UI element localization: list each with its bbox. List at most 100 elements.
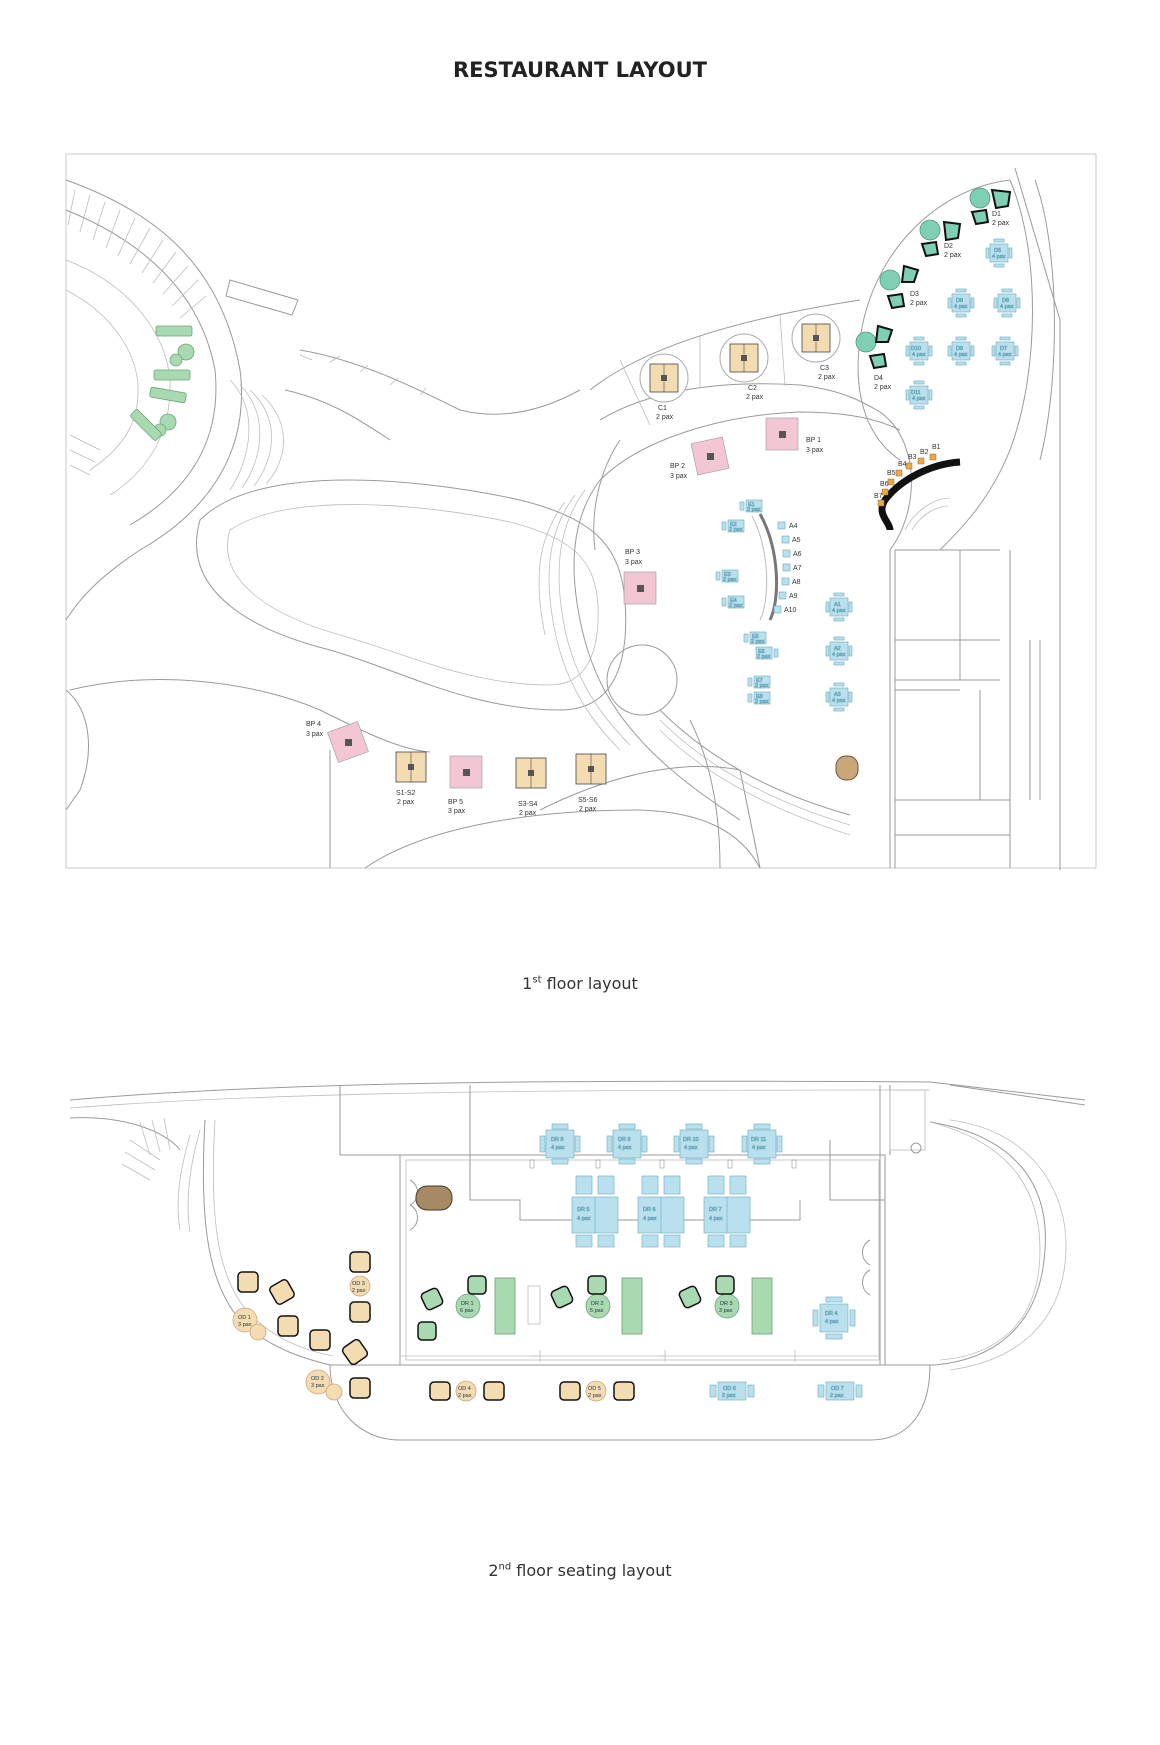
table-S5S6: S5-S6 2 pax: [575, 753, 607, 813]
table-DR8: DR 84 pax: [539, 1123, 581, 1165]
table-C2: C2 2 pax: [719, 333, 769, 401]
crescent-outer: [857, 179, 1011, 461]
svg-text:3 pax: 3 pax: [238, 1322, 252, 1328]
svg-text:A3: A3: [834, 692, 841, 698]
page-title: RESTAURANT LAYOUT: [453, 58, 707, 82]
svg-text:3 pax: 3 pax: [311, 1383, 325, 1389]
svg-text:B1: B1: [932, 444, 941, 451]
table-S3S4: S3-S4 2 pax: [515, 757, 547, 817]
svg-text:DR 3: DR 3: [720, 1301, 733, 1307]
svg-text:4 pax: 4 pax: [684, 1145, 698, 1151]
svg-text:B6: B6: [880, 481, 889, 488]
A-tables: A14 pax A24 pax A34 pax: [825, 592, 853, 712]
svg-text:B5: B5: [887, 470, 896, 477]
svg-text:DR 9: DR 9: [618, 1137, 631, 1143]
dining-room: [399, 1154, 886, 1366]
outdoor-OD1: OD 13 pax: [232, 1271, 299, 1341]
svg-text:E1: E1: [748, 502, 755, 508]
svg-text:2 pax: 2 pax: [729, 603, 743, 609]
svg-text:2 pax: 2 pax: [910, 300, 928, 307]
svg-text:DR 1: DR 1: [461, 1301, 474, 1307]
svg-text:2 pax: 2 pax: [352, 1288, 366, 1294]
svg-text:2 pax: 2 pax: [656, 414, 674, 421]
svg-text:4 pax: 4 pax: [825, 1319, 839, 1325]
table-DR7: DR 74 pax: [703, 1175, 751, 1248]
table-D9: D94 pax: [947, 336, 975, 366]
table-DR4: DR 4 4 pax: [812, 1296, 856, 1340]
svg-text:4 pax: 4 pax: [709, 1216, 723, 1222]
svg-text:B7: B7: [874, 493, 883, 500]
svg-text:A5: A5: [792, 537, 801, 544]
table-E3: E32 pax: [715, 569, 739, 583]
svg-text:2 pax: 2 pax: [992, 220, 1010, 227]
outdoor-OD4: OD 42 pax: [429, 1380, 505, 1402]
lounge-DR3: DR 33 pax: [678, 1275, 773, 1335]
upper-arc-wall: [589, 299, 861, 391]
lower-terrace: [329, 1364, 931, 1441]
svg-text:4 pax: 4 pax: [954, 352, 968, 358]
svg-text:B3: B3: [908, 454, 917, 461]
svg-text:2 pax: 2 pax: [579, 806, 597, 813]
svg-text:2 pax: 2 pax: [458, 1393, 472, 1399]
svg-text:E3: E3: [724, 572, 731, 578]
table-E8: E82 pax: [747, 691, 771, 705]
svg-text:DR 2: DR 2: [591, 1301, 604, 1307]
svg-text:E4: E4: [730, 598, 737, 604]
outer-building: [202, 1119, 1046, 1366]
table-BP3: BP 3 3 pax: [623, 549, 657, 605]
svg-text:DR 11: DR 11: [751, 1137, 766, 1143]
table-D7: D74 pax: [991, 336, 1019, 366]
label-BP2: BP 2: [670, 463, 685, 470]
crescent-D-booths: D1 2 pax D2 2 pax D3 2 pax D4 2 pax: [855, 187, 1012, 391]
svg-text:A1: A1: [834, 602, 841, 608]
svg-text:B4: B4: [898, 461, 907, 468]
upper-stair-treads: [299, 354, 427, 396]
svg-text:OD 6: OD 6: [723, 1386, 736, 1392]
partition-rails: [400, 1350, 880, 1362]
svg-text:4 pax: 4 pax: [643, 1216, 657, 1222]
table-E1: E12 pax: [739, 499, 763, 513]
table-DR6: DR 64 pax: [637, 1175, 685, 1248]
outer-top-wall: [69, 1080, 1086, 1101]
svg-text:2 pax: 2 pax: [830, 1393, 844, 1399]
central-oval: [196, 479, 627, 711]
first-floor-plan: C1 2 pax C2 2 pax C3 2 pax D1 2 pax D2 2…: [65, 153, 1097, 870]
svg-text:D6: D6: [1002, 298, 1009, 304]
svg-text:4 pax: 4 pax: [998, 352, 1012, 358]
table-D5: D54 pax: [985, 238, 1013, 268]
label-S1S2: S1-S2: [396, 790, 416, 797]
left-terrace-edge: [65, 179, 242, 621]
svg-text:B2: B2: [920, 449, 929, 456]
svg-text:3 pax: 3 pax: [625, 559, 643, 566]
table-E6: E62 pax: [755, 646, 779, 660]
svg-text:D11: D11: [911, 390, 921, 396]
svg-text:OD 1: OD 1: [238, 1315, 251, 1321]
svg-text:A4: A4: [789, 523, 798, 530]
svg-text:E8: E8: [756, 694, 763, 700]
E-tables: E12 pax E22 pax E32 pax E42 pax E52 pax …: [715, 499, 779, 705]
svg-text:2 pax: 2 pax: [729, 527, 743, 533]
svg-text:D8: D8: [956, 298, 963, 304]
table-E2: E22 pax: [721, 519, 745, 533]
svg-text:2 pax: 2 pax: [944, 252, 962, 259]
table-BP5: BP 5 3 pax: [448, 755, 483, 815]
svg-text:D5: D5: [994, 248, 1001, 254]
table-DR9: DR 94 pax: [606, 1123, 648, 1165]
banquette: [758, 513, 778, 621]
table-C3: C3 2 pax: [791, 313, 841, 381]
svg-text:4 pax: 4 pax: [832, 698, 846, 704]
svg-text:4 pax: 4 pax: [752, 1145, 766, 1151]
svg-text:2 pax: 2 pax: [755, 699, 769, 705]
svg-text:2 pax: 2 pax: [818, 374, 836, 381]
table-E5: E52 pax: [743, 631, 767, 645]
label-BP5: BP 5: [448, 799, 463, 806]
svg-text:DR 4: DR 4: [825, 1311, 838, 1317]
table-BP2: BP 2 3 pax: [670, 436, 730, 480]
label-BP3: BP 3: [625, 549, 640, 556]
svg-text:2 pax: 2 pax: [588, 1393, 602, 1399]
label-D4: D4: [874, 375, 883, 382]
svg-text:E2: E2: [730, 522, 737, 528]
svg-text:2 pax: 2 pax: [397, 799, 415, 806]
